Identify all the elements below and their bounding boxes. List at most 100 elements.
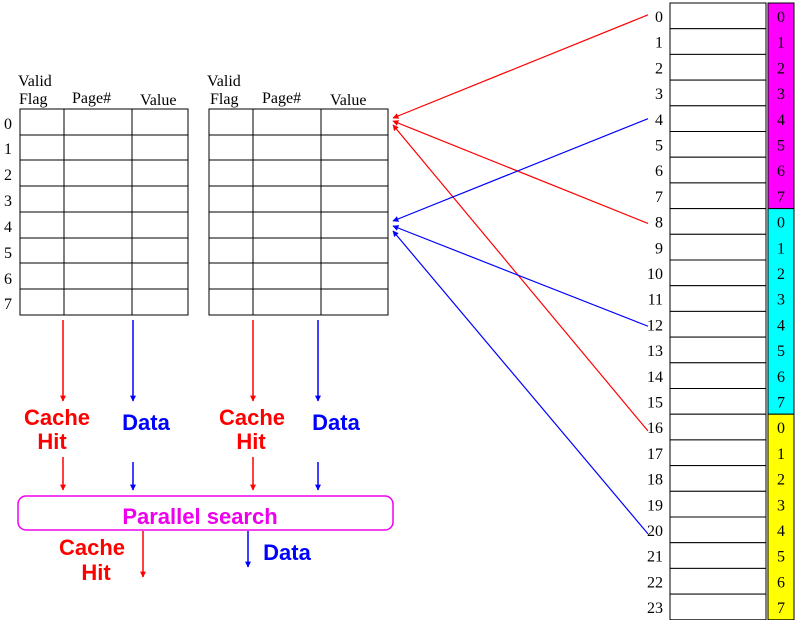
memory-cell xyxy=(669,310,767,338)
memory-cell xyxy=(669,28,767,55)
cache-hit-label-line1: Cache xyxy=(24,405,90,430)
memory-cells xyxy=(669,2,767,620)
memory-address-label: 4 xyxy=(655,112,663,129)
memory-set-index: 4 xyxy=(777,112,785,129)
memory-cell xyxy=(669,131,767,158)
memory-cell xyxy=(669,388,767,415)
cache-hit-label-line2: Hit xyxy=(236,429,266,454)
memory-cell xyxy=(669,516,767,544)
parallel-search: Parallel search Cache Hit Data xyxy=(17,495,394,585)
parallel-search-box xyxy=(17,495,394,531)
memory-address-label: 3 xyxy=(655,86,663,103)
memory-address-label: 7 xyxy=(655,189,663,206)
data-label: Data xyxy=(122,410,170,435)
cache-row-label: 1 xyxy=(4,141,12,158)
memory-set-index: 7 xyxy=(777,600,785,617)
memory-cell xyxy=(669,336,767,364)
memory-set-index: 3 xyxy=(777,497,785,514)
mapping-arrow xyxy=(392,14,649,119)
memory-cell xyxy=(669,156,767,184)
memory-address-label: 13 xyxy=(647,343,663,360)
data-label: Data xyxy=(312,410,360,435)
memory-cell xyxy=(669,105,767,133)
cache-row-label: 2 xyxy=(4,167,12,184)
memory-address-label: 16 xyxy=(647,420,663,437)
memory-address-label: 19 xyxy=(647,497,663,514)
page-header: Page# xyxy=(262,90,301,107)
memory-set-strip xyxy=(767,208,795,415)
memory-set-index: 3 xyxy=(777,292,785,309)
memory-set-index: 6 xyxy=(777,369,785,386)
memory-set-index: 1 xyxy=(777,240,785,257)
mapping-arrow xyxy=(392,120,649,225)
memory-cell xyxy=(669,285,767,312)
cache-row-label: 7 xyxy=(4,296,12,313)
memory-address-label: 14 xyxy=(647,369,663,386)
final-data-label: Data xyxy=(263,540,311,565)
memory-set-index: 2 xyxy=(777,266,785,283)
memory-cell xyxy=(669,233,767,261)
memory-set-index: 2 xyxy=(777,472,785,489)
memory-cell xyxy=(669,362,767,389)
memory-set-index: 6 xyxy=(777,574,785,591)
cache-hit-label-line1: Cache xyxy=(219,405,285,430)
valid-header-line2: Flag xyxy=(19,91,47,108)
memory-cell xyxy=(669,53,767,81)
valid-header-line1: Valid xyxy=(18,73,52,90)
memory-set-index: 5 xyxy=(777,343,785,360)
cache-hit-label-line2: Hit xyxy=(37,429,67,454)
memory-set-strip xyxy=(767,413,795,620)
memory-set-index: 0 xyxy=(777,9,785,26)
memory-cell xyxy=(669,259,767,287)
memory-address-label: 1 xyxy=(655,35,663,52)
memory-set-index: 0 xyxy=(777,215,785,232)
memory-set-index: 3 xyxy=(777,86,785,103)
memory-address-label: 6 xyxy=(655,163,663,180)
memory-address-label: 10 xyxy=(647,266,663,283)
cache1-flow: Cache Hit Data xyxy=(24,320,171,491)
cache-row-label: 3 xyxy=(4,193,12,210)
memory-cell xyxy=(669,208,767,235)
mapping-arrow xyxy=(392,225,649,327)
value-header: Value xyxy=(140,92,176,109)
memory-set-index: 7 xyxy=(777,189,785,206)
memory-set-index: 4 xyxy=(777,523,785,540)
memory-address-label: 18 xyxy=(647,472,663,489)
cache-row-label: 4 xyxy=(4,219,12,236)
memory-cell xyxy=(669,593,767,620)
memory-address-label: 2 xyxy=(655,60,663,77)
mapping-arrow xyxy=(392,118,649,222)
cache-table-1: Valid Flag Page# Value 0 1 2 3 4 5 6 7 xyxy=(4,73,189,316)
cache2-flow: Cache Hit Data xyxy=(219,320,361,491)
memory-address-label: 9 xyxy=(655,240,663,257)
cache-grid-2 xyxy=(208,108,389,316)
cache-row-label: 6 xyxy=(4,271,12,288)
memory-cell xyxy=(669,413,767,441)
memory-set-index: 1 xyxy=(777,35,785,52)
memory-set-index: 2 xyxy=(777,60,785,77)
memory-address-label: 22 xyxy=(647,574,663,591)
memory-address-label: 23 xyxy=(647,600,663,617)
memory-set-index: 1 xyxy=(777,446,785,463)
cache-row-label: 5 xyxy=(4,245,12,262)
memory-set-index: 6 xyxy=(777,163,785,180)
cache-grid-1 xyxy=(19,108,189,316)
memory-address-label: 11 xyxy=(648,292,663,309)
valid-header-line2: Flag xyxy=(210,91,238,108)
memory-cell xyxy=(669,567,767,595)
memory-set-index: 5 xyxy=(777,138,785,155)
parallel-search-label: Parallel search xyxy=(122,504,277,529)
memory-address-label: 20 xyxy=(647,523,663,540)
memory-address-label: 0 xyxy=(655,9,663,26)
page-header: Page# xyxy=(72,90,111,107)
memory-cell xyxy=(669,542,767,569)
memory-set-index: 4 xyxy=(777,317,785,334)
memory-cell xyxy=(669,2,767,30)
memory-address-label: 15 xyxy=(647,395,663,412)
memory-cell xyxy=(669,490,767,518)
memory-address-label: 21 xyxy=(647,549,663,566)
